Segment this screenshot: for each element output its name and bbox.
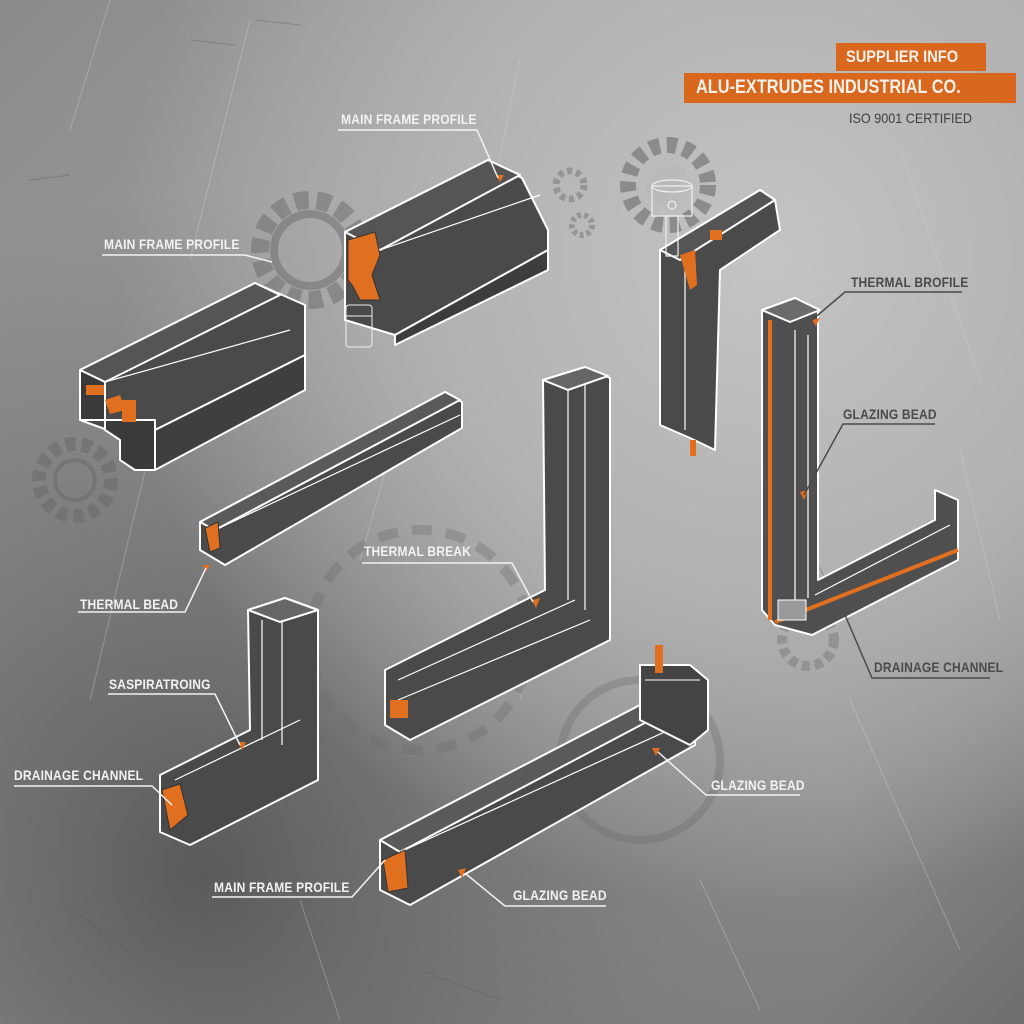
supplier-info-title: SUPPLIER INFO bbox=[836, 43, 987, 71]
label-thermal-profile: THERMAL BROFILE bbox=[851, 274, 969, 290]
profile-bottom-glazing bbox=[379, 645, 709, 906]
gear-icon bbox=[32, 437, 118, 523]
profile-vertical-piston bbox=[651, 179, 781, 456]
piston-icon bbox=[651, 179, 693, 257]
profile-main-frame-top bbox=[344, 159, 549, 348]
profile-main-frame-left bbox=[79, 282, 306, 471]
label-main-frame-profile-top: MAIN FRAME PROFILE bbox=[341, 111, 477, 127]
label-glazing-bead-bottom: GLAZING BEAD bbox=[513, 887, 607, 903]
label-main-frame-profile-left: MAIN FRAME PROFILE bbox=[104, 236, 240, 252]
gear-icon bbox=[552, 167, 595, 238]
label-glazing-bead-right: GLAZING BEAD bbox=[843, 406, 937, 422]
leader-lines bbox=[14, 129, 990, 907]
label-thermal-bead: THERMAL BEAD bbox=[80, 596, 179, 612]
label-glazing-bead-mid: GLAZING BEAD bbox=[711, 777, 805, 793]
label-drainage-channel-left: DRAINAGE CHANNEL bbox=[14, 767, 144, 783]
piston-icon bbox=[345, 304, 373, 348]
label-thermal-break: THERMAL BREAK bbox=[364, 543, 472, 559]
profile-l-thermal bbox=[761, 297, 959, 636]
profile-thermal-bead-bar bbox=[199, 391, 463, 572]
gear-icon bbox=[620, 137, 716, 233]
profile-l-thermal-break bbox=[384, 366, 611, 741]
label-saspiratroing: SASPIRATROING bbox=[109, 676, 211, 692]
label-drainage-channel-right: DRAINAGE CHANNEL bbox=[874, 659, 1004, 675]
profile-l-drainage bbox=[159, 597, 319, 846]
supplier-name: ALU-EXTRUDES INDUSTRIAL CO. bbox=[684, 73, 1016, 103]
label-main-frame-profile-bottom: MAIN FRAME PROFILE bbox=[214, 879, 350, 895]
certification-label: ISO 9001 CERTIFIED bbox=[849, 110, 973, 126]
